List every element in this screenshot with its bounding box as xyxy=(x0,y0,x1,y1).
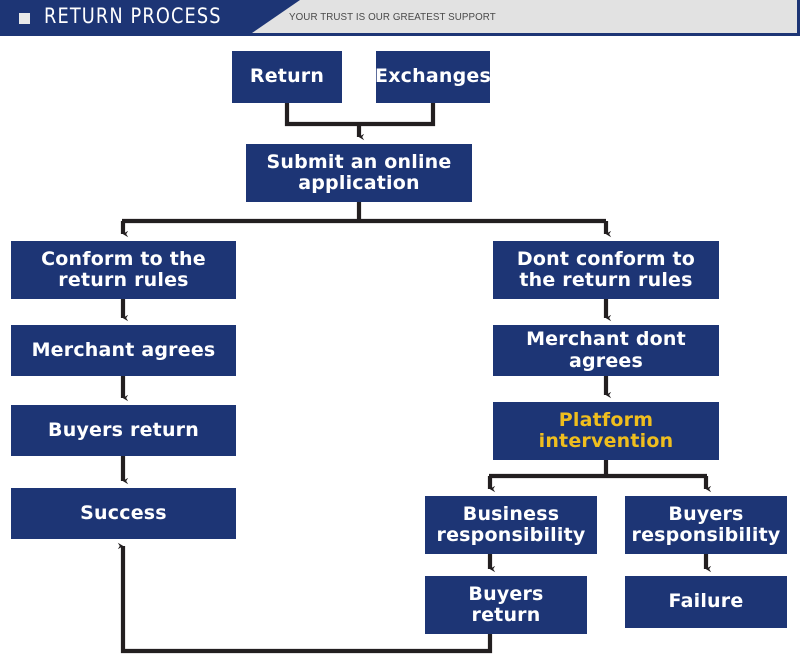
node-merchant-dont-agrees[interactable]: Merchant dont agrees xyxy=(493,325,719,376)
node-buyers-return-right[interactable]: Buyers return xyxy=(425,576,587,634)
header-bottom-rule xyxy=(0,33,800,36)
node-business-responsibility[interactable]: Business responsibility xyxy=(425,496,597,554)
node-return[interactable]: Return xyxy=(232,51,342,103)
header-subtitle: YOUR TRUST IS OUR GREATEST SUPPORT xyxy=(289,11,496,23)
node-merchant-agrees[interactable]: Merchant agrees xyxy=(11,325,236,376)
header-right-edge xyxy=(797,0,800,33)
page-title: RETURN PROCESS xyxy=(44,4,222,28)
node-success[interactable]: Success xyxy=(11,488,236,539)
node-dont-conform-to-the-return-rules[interactable]: Dont conform to the return rules xyxy=(493,241,719,299)
header-title-banner xyxy=(0,0,300,33)
node-buyers-responsibility[interactable]: Buyers responsibility xyxy=(625,496,787,554)
node-conform-to-the-return-rules[interactable]: Conform to the return rules xyxy=(11,241,236,299)
node-submit-an-online-application[interactable]: Submit an online application xyxy=(246,144,472,202)
square-bullet-icon xyxy=(19,13,30,24)
edge-exchanges-to-submit xyxy=(359,103,436,127)
node-platform-intervention[interactable]: Platform intervention xyxy=(493,402,719,460)
node-failure[interactable]: Failure xyxy=(625,576,787,628)
node-exchanges[interactable]: Exchanges xyxy=(375,51,491,103)
flowchart-canvas: Return Exchanges Submit an online applic… xyxy=(0,36,800,665)
edge-return-to-submit xyxy=(284,103,359,127)
page-header: RETURN PROCESS YOUR TRUST IS OUR GREATES… xyxy=(0,0,800,33)
node-buyers-return-left[interactable]: Buyers return xyxy=(11,405,236,456)
